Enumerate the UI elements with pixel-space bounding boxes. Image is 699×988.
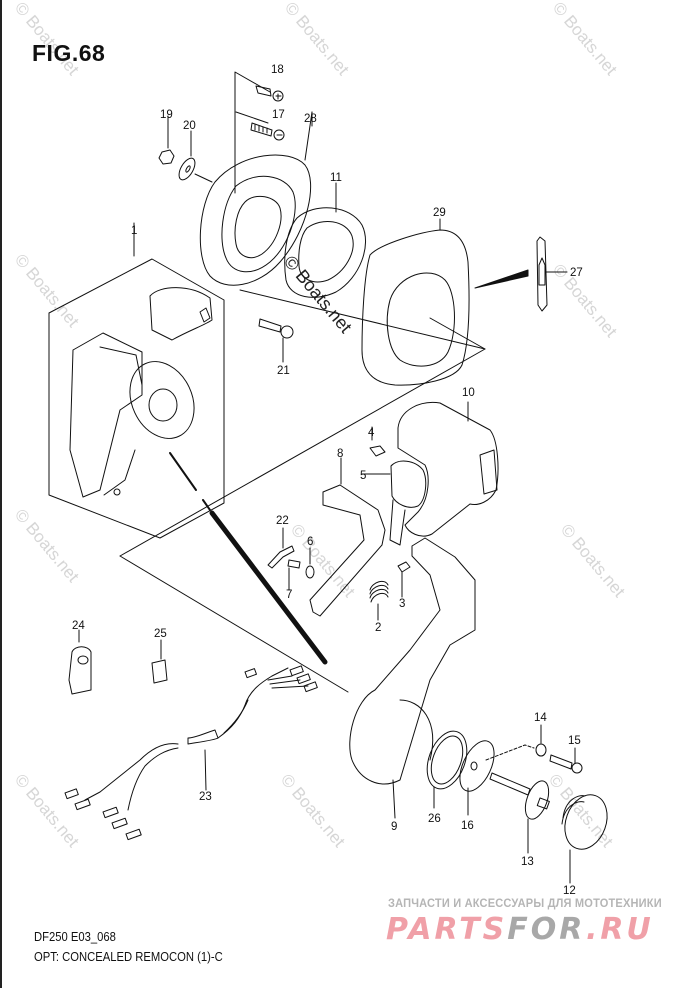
callout-14: 14 bbox=[534, 712, 547, 724]
part-5-knob bbox=[361, 460, 427, 546]
callout-29: 29 bbox=[433, 207, 446, 219]
part-3-bolt bbox=[397, 561, 411, 598]
callout-20: 20 bbox=[183, 120, 196, 132]
logo-part-parts: PARTS bbox=[386, 912, 508, 947]
callout-23: 23 bbox=[199, 791, 212, 803]
callout-26: 26 bbox=[428, 813, 441, 825]
part-4-bolt bbox=[369, 426, 386, 457]
watermark: © Boats.net bbox=[281, 0, 353, 79]
logo-part-for: FOR bbox=[507, 912, 586, 947]
part-12-cap bbox=[561, 794, 608, 884]
part-14-washer bbox=[535, 724, 547, 757]
callout-19: 19 bbox=[160, 109, 173, 121]
part-6-washer bbox=[305, 547, 315, 579]
partsfor-tagline: ЗАПЧАСТИ И АКСЕССУАРЫ ДЛЯ МОТОТЕХНИКИ bbox=[388, 896, 662, 910]
callout-24: 24 bbox=[72, 620, 85, 632]
assembly-boundary-lines bbox=[48, 258, 486, 693]
callout-2: 2 bbox=[375, 622, 381, 634]
part-21-screw bbox=[258, 318, 294, 363]
watermark: © Boats.net bbox=[11, 250, 83, 331]
part-22-clip bbox=[267, 527, 295, 569]
part-29-cover bbox=[361, 218, 486, 386]
callout-6: 6 bbox=[307, 536, 313, 548]
part-23-wire-harness bbox=[64, 665, 318, 841]
part-1-remote-control bbox=[69, 222, 213, 498]
part-13-shaft bbox=[489, 772, 550, 854]
part-8-bracket bbox=[309, 457, 386, 617]
watermark: © Boats.net bbox=[549, 0, 621, 79]
part-1-outline-box bbox=[48, 258, 225, 539]
callout-5: 5 bbox=[360, 470, 366, 482]
callout-11: 11 bbox=[330, 172, 342, 184]
part-2-spring bbox=[369, 580, 389, 621]
callout-7: 7 bbox=[286, 589, 292, 601]
callout-22: 22 bbox=[276, 515, 289, 527]
part-18-screw bbox=[255, 85, 284, 102]
callout-3: 3 bbox=[399, 598, 405, 610]
callout-10: 10 bbox=[462, 387, 475, 399]
callout-18: 18 bbox=[271, 64, 284, 76]
callout-25: 25 bbox=[154, 628, 167, 640]
watermark: © Boats.net bbox=[287, 520, 359, 601]
screw-bracket-lines bbox=[234, 71, 271, 194]
part-27-clip bbox=[474, 236, 568, 312]
watermark: © Boats.net bbox=[557, 520, 629, 601]
part-15-screw bbox=[549, 747, 583, 774]
callout-27: 27 bbox=[570, 267, 583, 279]
part-10-cover bbox=[397, 401, 499, 537]
part-20-washer bbox=[178, 130, 213, 183]
figure-caption: OPT: CONCEALED REMOCON (1)-C bbox=[34, 950, 223, 964]
part-25-clip bbox=[151, 639, 168, 684]
watermark-dark: © Boats.net bbox=[280, 252, 356, 337]
watermark: © Boats.net bbox=[277, 770, 349, 851]
callout-28: 28 bbox=[304, 113, 317, 125]
part-19-nut bbox=[158, 115, 175, 165]
part-9-lever-arm bbox=[349, 537, 476, 819]
part-26-oring bbox=[426, 730, 468, 809]
callout-9: 9 bbox=[391, 821, 397, 833]
callout-12: 12 bbox=[563, 885, 576, 897]
callout-15: 15 bbox=[568, 735, 581, 747]
part-7-screw bbox=[287, 559, 301, 591]
callout-8: 8 bbox=[337, 448, 343, 460]
figure-code: DF250 E03_068 bbox=[34, 930, 116, 944]
part-28-mounting-plate bbox=[199, 111, 313, 286]
part-11-ring bbox=[284, 182, 366, 298]
part-16-disc bbox=[459, 740, 535, 816]
callout-1: 1 bbox=[131, 225, 137, 237]
logo-part-ru: .RU bbox=[585, 912, 654, 947]
callout-16: 16 bbox=[461, 820, 474, 832]
watermark: © Boats.net bbox=[11, 505, 83, 586]
callout-17: 17 bbox=[272, 109, 285, 121]
callout-13: 13 bbox=[521, 856, 534, 868]
part-24-connector-cover bbox=[68, 629, 92, 695]
figure-title: FIG.68 bbox=[32, 40, 106, 66]
callout-21: 21 bbox=[277, 365, 290, 377]
part-17-screw bbox=[250, 122, 285, 141]
partsfor-logo: PARTSFOR.RU bbox=[386, 912, 654, 947]
watermark: © Boats.net bbox=[11, 770, 83, 851]
callout-4: 4 bbox=[368, 427, 375, 439]
callout-labels: 18 17 19 20 28 11 29 1 27 21 10 4 8 5 22… bbox=[72, 64, 583, 897]
